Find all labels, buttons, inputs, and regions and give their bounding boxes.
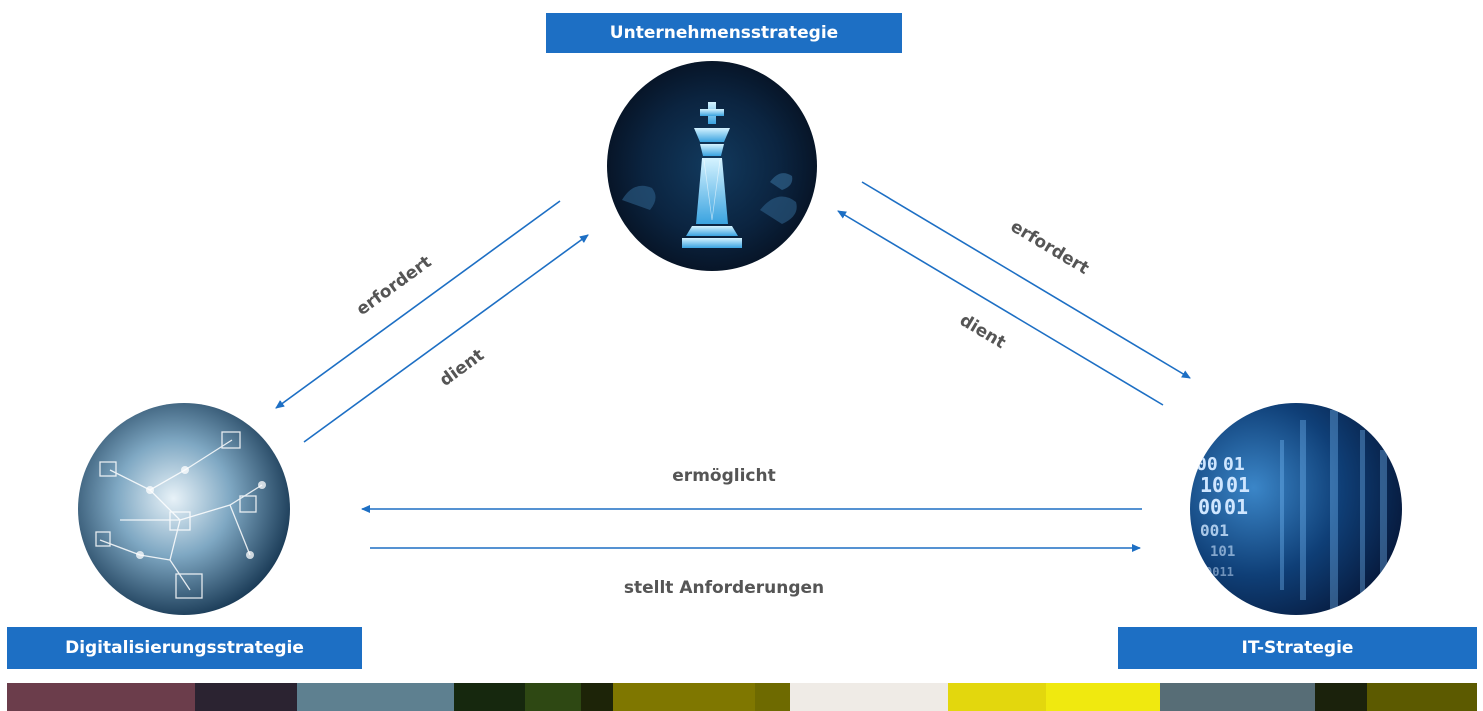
label-ermoeglicht: ermöglicht <box>672 466 775 486</box>
color-swatch <box>1367 683 1477 711</box>
svg-text:00: 00 <box>1196 454 1218 475</box>
color-swatch <box>297 683 454 711</box>
svg-text:0011: 0011 <box>1205 565 1234 579</box>
color-swatch <box>525 683 581 711</box>
color-strip <box>7 683 1477 711</box>
svg-text:01: 01 <box>1226 473 1250 497</box>
color-swatch <box>581 683 613 711</box>
svg-text:10: 10 <box>1200 473 1224 497</box>
color-swatch <box>755 683 790 711</box>
binary-code-image: 0 00 01 10 01 00 01 001 101 0011 <box>1190 403 1402 615</box>
digitalisierungsstrategie-label: Digitalisierungsstrategie <box>7 627 362 669</box>
unternehmensstrategie-label: Unternehmensstrategie <box>546 13 902 53</box>
color-swatch <box>454 683 525 711</box>
color-swatch <box>948 683 1046 711</box>
arrow-it-to-unternehmen <box>837 210 1164 406</box>
color-swatch <box>790 683 948 711</box>
label-erfordert-left: erfordert <box>353 252 436 320</box>
svg-text:00: 00 <box>1198 495 1222 519</box>
color-swatch <box>1046 683 1160 711</box>
arrow-unternehmen-to-it <box>861 181 1191 379</box>
color-swatch <box>195 683 297 711</box>
color-swatch <box>1160 683 1315 711</box>
label-erfordert-right: erfordert <box>1007 217 1092 279</box>
svg-text:001: 001 <box>1200 521 1229 540</box>
label-dient-left: dient <box>436 345 488 390</box>
chess-king-image <box>607 61 817 271</box>
color-swatch <box>7 683 195 711</box>
arrow-digital-to-unternehmen <box>303 234 589 443</box>
svg-text:101: 101 <box>1210 544 1235 560</box>
svg-text:0: 0 <box>1196 434 1207 455</box>
label-dient-right: dient <box>956 310 1009 353</box>
arrow-unternehmen-to-digital <box>275 200 561 409</box>
label-stellt-anforderungen: stellt Anforderungen <box>624 578 824 598</box>
it-strategie-label: IT-Strategie <box>1118 627 1477 669</box>
strategy-diagram: 0 00 01 10 01 00 01 001 101 0011 erforde… <box>78 61 1402 615</box>
color-swatch <box>1315 683 1367 711</box>
svg-text:01: 01 <box>1223 454 1245 475</box>
color-swatch <box>613 683 755 711</box>
network-security-image <box>78 403 290 615</box>
svg-text:01: 01 <box>1224 495 1248 519</box>
